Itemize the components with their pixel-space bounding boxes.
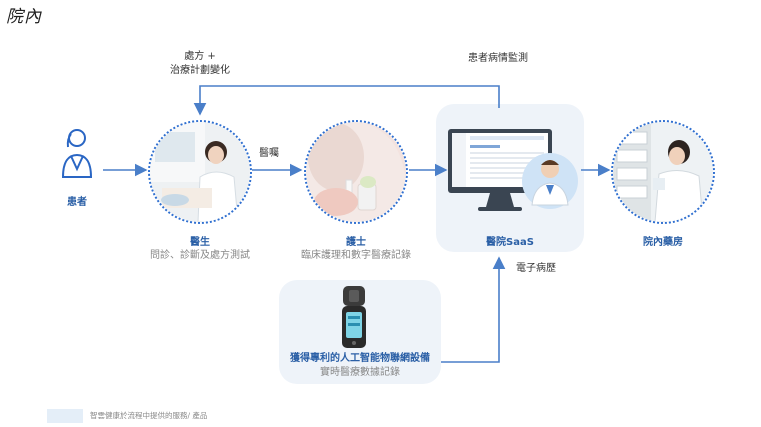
nurse-sublabel: 臨床護理和數字醫療記錄 — [301, 250, 411, 261]
patient-node — [57, 125, 97, 181]
saas-label: 醫院SaaS — [486, 237, 534, 248]
device-node — [339, 286, 369, 348]
patient-icon — [61, 129, 93, 178]
doctor-sublabel: 問診、診斷及處方測試 — [150, 250, 250, 261]
page-title: 院內 — [6, 7, 42, 27]
doctor-image — [150, 122, 250, 222]
device-label: 獲得專利的人工智能物聯網設備 — [290, 353, 430, 364]
nurse-photo — [304, 120, 408, 224]
nurse-image — [306, 122, 406, 222]
doctor-label: 醫生 — [190, 237, 210, 248]
pharmacy-photo — [611, 120, 715, 224]
doctor-photo — [148, 120, 252, 224]
order-label: 醫囑 — [259, 148, 279, 159]
prescription-label: 處方 + 治療計劃變化 — [155, 50, 245, 78]
monitoring-label: 患者病情監測 — [468, 53, 528, 64]
pharmacy-image — [613, 122, 713, 222]
arrow-device-saas — [441, 256, 506, 363]
arrow-saas-doctor-feedback — [193, 85, 500, 116]
device-icon — [342, 286, 366, 348]
legend-swatch — [47, 409, 83, 423]
device-sublabel: 實時醫療數據記錄 — [320, 367, 400, 378]
pharmacy-label: 院內藥房 — [643, 237, 683, 248]
prescription-label-line1: 處方 + — [184, 51, 216, 62]
prescription-label-line2: 治療計劃變化 — [170, 65, 230, 76]
saas-node — [446, 127, 578, 217]
emr-label: 電子病歷 — [516, 263, 556, 274]
patient-label: 患者 — [67, 197, 87, 208]
nurse-label: 護士 — [346, 237, 366, 248]
monitor-icon — [448, 129, 578, 211]
legend-text: 智雲健康於流程中提供的服務/ 產品 — [90, 411, 208, 420]
